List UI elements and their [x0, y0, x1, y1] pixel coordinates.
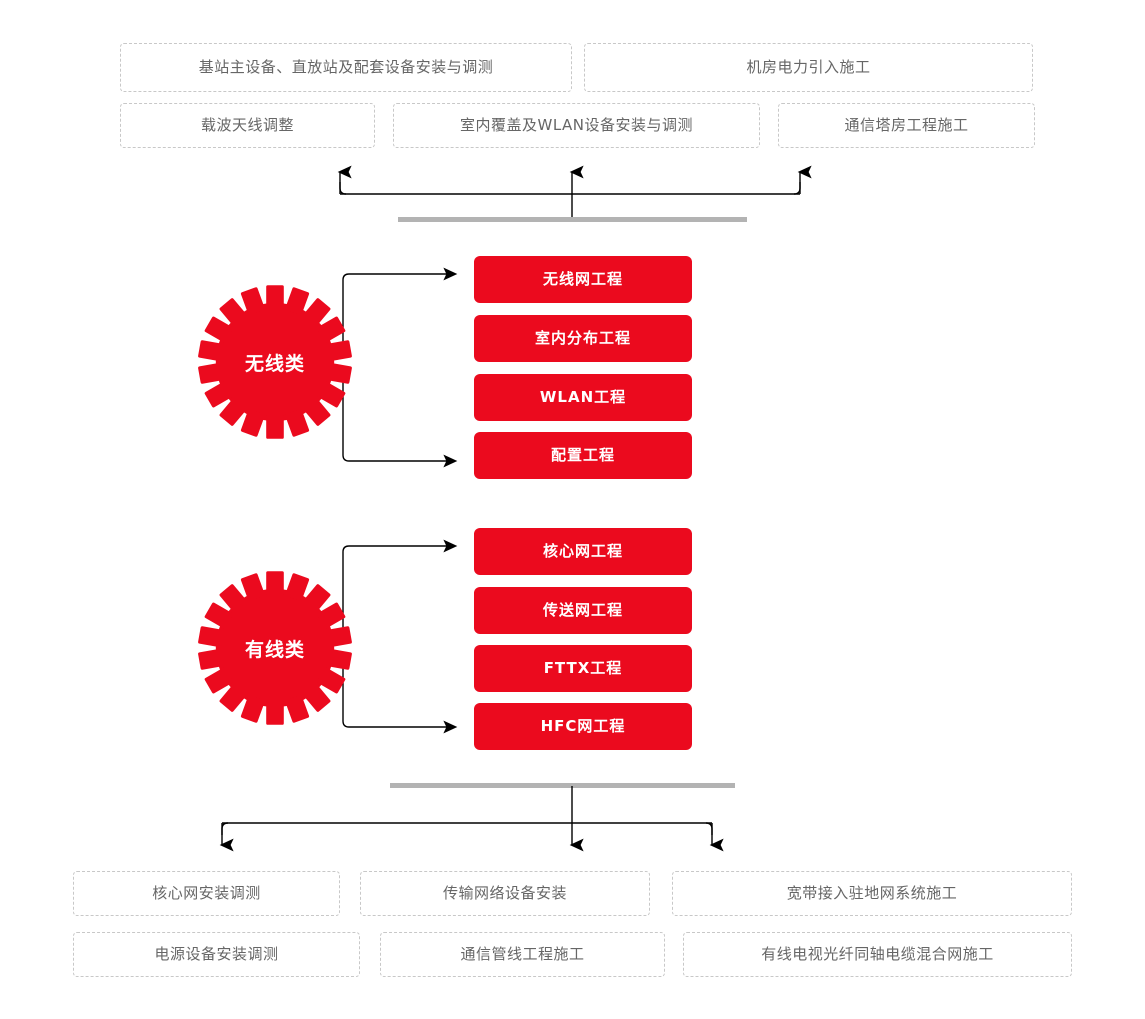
top-output-box: 基站主设备、直放站及配套设备安装与调测: [120, 43, 572, 92]
category-item-label: 无线网工程: [542, 270, 623, 288]
top-output-label: 载波天线调整: [200, 116, 294, 134]
bottom-output-label: 通信管线工程施工: [460, 945, 585, 963]
upper-separator-bar: [398, 217, 747, 222]
category-item-box[interactable]: 传送网工程: [474, 587, 692, 634]
bottom-output-label: 核心网安装调测: [152, 884, 261, 902]
bottom-output-box: 通信管线工程施工: [380, 932, 665, 977]
bottom-output-label: 有线电视光纤同轴电缆混合网施工: [761, 945, 994, 963]
group-gear: 无线类: [195, 282, 355, 442]
category-item-box[interactable]: 室内分布工程: [474, 315, 692, 362]
top-output-label: 室内覆盖及WLAN设备安装与调测: [459, 116, 694, 134]
lower-separator-bar: [390, 783, 735, 788]
top-output-box: 载波天线调整: [120, 103, 375, 148]
bottom-output-label: 传输网络设备安装: [442, 884, 567, 902]
category-item-label: 传送网工程: [542, 601, 623, 619]
top-output-box: 通信塔房工程施工: [778, 103, 1035, 148]
gear-icon: [198, 571, 352, 725]
category-item-box[interactable]: 配置工程: [474, 432, 692, 479]
top-output-box: 室内覆盖及WLAN设备安装与调测: [393, 103, 760, 148]
category-item-label: FTTX工程: [543, 659, 623, 677]
top-output-label: 基站主设备、直放站及配套设备安装与调测: [198, 58, 494, 76]
category-item-box[interactable]: 无线网工程: [474, 256, 692, 303]
gear-icon: [198, 285, 352, 439]
bottom-output-box: 电源设备安装调测: [73, 932, 360, 977]
bottom-output-box: 有线电视光纤同轴电缆混合网施工: [683, 932, 1072, 977]
group-gear: 有线类: [195, 568, 355, 728]
top-output-label: 机房电力引入施工: [746, 58, 871, 76]
bottom-output-label: 电源设备安装调测: [154, 945, 279, 963]
top-output-box: 机房电力引入施工: [584, 43, 1033, 92]
category-item-label: 核心网工程: [542, 542, 623, 560]
category-item-box[interactable]: 核心网工程: [474, 528, 692, 575]
category-item-box[interactable]: WLAN工程: [474, 374, 692, 421]
category-item-label: 配置工程: [550, 446, 615, 464]
bottom-output-box: 传输网络设备安装: [360, 871, 650, 916]
category-item-label: 室内分布工程: [534, 329, 631, 347]
bottom-output-box: 宽带接入驻地网系统施工: [672, 871, 1072, 916]
category-item-label: HFC网工程: [540, 717, 626, 735]
category-item-label: WLAN工程: [539, 388, 627, 406]
category-item-box[interactable]: FTTX工程: [474, 645, 692, 692]
top-output-label: 通信塔房工程施工: [844, 116, 969, 134]
bottom-output-box: 核心网安装调测: [73, 871, 340, 916]
category-item-box[interactable]: HFC网工程: [474, 703, 692, 750]
bottom-output-label: 宽带接入驻地网系统施工: [786, 884, 958, 902]
